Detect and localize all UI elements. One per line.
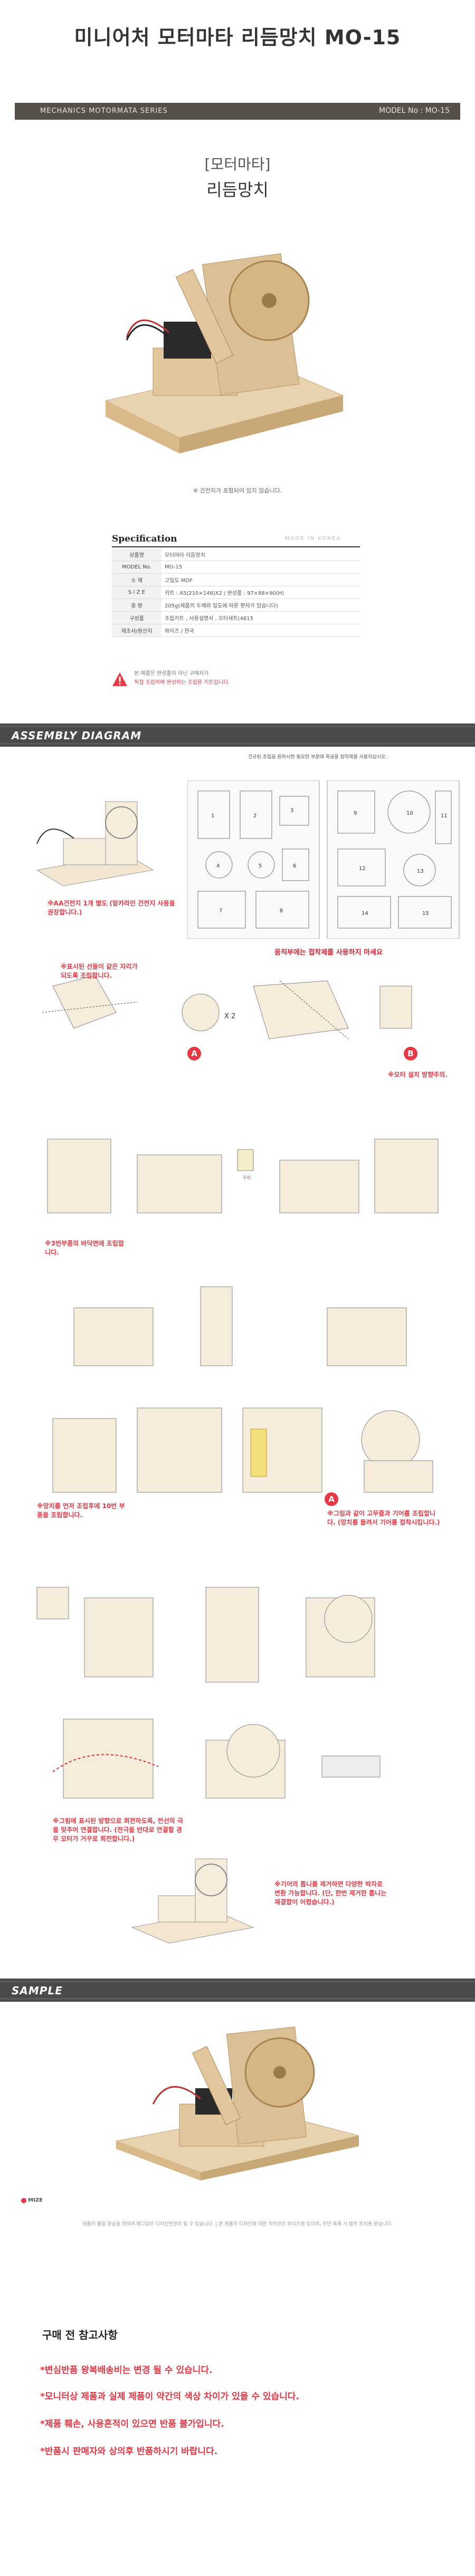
section-stripe [0,1998,475,2000]
spec-key: S I Z E [112,586,162,599]
step3-diagram [73,1286,407,1366]
svg-text:7: 7 [219,908,222,914]
svg-text:9: 9 [354,811,357,816]
spec-key: 상품명 [112,548,162,561]
sample-photo [115,2027,359,2181]
svg-text:6: 6 [293,863,296,869]
svg-text:3: 3 [290,808,293,814]
section-stripe [0,743,475,745]
product-category: [모터마타] [204,156,271,173]
svg-text:8: 8 [280,908,283,914]
marker-b: B [404,1047,417,1060]
model-number: MODEL No : MO-15 [379,107,450,115]
marker-a: A [187,1047,201,1060]
svg-text:4: 4 [216,863,220,869]
gear-teeth-note: ※기어의 톱니를 제거하면 다양한 박자로 변환 가능합니다. (단, 한번 제… [274,1880,387,1906]
spec-value: 와이즈 / 한국 [162,624,360,637]
assembly-section-header: ASSEMBLY DIAGRAM [0,723,475,747]
spec-key: 제조사/원산지 [112,624,162,637]
step1-diagram [42,975,412,1039]
times-two: X 2 [224,1012,236,1020]
svg-text:5: 5 [259,863,262,869]
product-name: 리듬망치 [206,180,269,200]
svg-text:10: 10 [406,811,413,816]
spec-value: 205g(제품의 두께와 밀도에 따른 편차가 있습니다) [162,599,360,612]
marker-a-gear: A [325,1492,338,1506]
svg-text:14: 14 [362,911,368,916]
spec-divider [112,546,360,547]
spec-key: MODEL No. [112,561,162,574]
rotation-note: ※그림에 표시된 방향으로 회전하도록, 전선의 극을 맞추어 연결합니다. (… [53,1817,183,1842]
spec-value: 키트 : A5(210×148)X2 / 완성품 : 97×88×90(H) [162,586,360,599]
svg-text:13: 13 [417,869,424,874]
section-stripe [0,1981,475,1982]
battery-note: ※ 건전지가 포함되어 있지 않습니다. [193,487,282,494]
copyright-notice: 제품의 품질 향상을 위하여 예고없이 디자인변경이 될 수 있습니다. | 본… [82,2222,393,2227]
made-in: MADE IN KOREA [285,536,341,542]
logo-icon [21,2197,26,2203]
spec-value: 조립키트 , 사용설명서 , 모터세트(4815 [162,611,360,624]
series-label: MECHANICS MOTORMATA SERIES [40,107,168,115]
section-stripe [0,726,475,727]
caution-line1: 본 제품은 완성품이 아닌 구매자가 [134,671,209,677]
step5-diagram [36,1587,375,1683]
svg-text:12: 12 [359,866,366,872]
precaution-item: *제품 훼손, 사용흔적이 있으면 반품 불가입니다. [40,2419,224,2429]
svg-text:15: 15 [422,911,429,916]
precaution-item: *반품시 판매자와 상의후 반품하시기 바랍니다. [40,2446,218,2457]
sheet-caption: 건규된 조립을 원하시면 필요한 부분에 목공용 접착제를 사용하십시오. [248,755,387,760]
warning-icon [112,672,127,686]
spec-heading: Specification [112,534,177,544]
precautions-heading: 구매 전 참고사항 [42,2329,118,2341]
sample-section-header: SAMPLE [0,1979,475,2002]
small-warning-label: 주의 [243,1175,251,1180]
assembly-title: ASSEMBLY DIAGRAM [12,729,142,742]
page-title: 미니어처 모터마타 리듬망치 MO-15 [74,26,401,49]
spec-value: 고밀도 MDF [162,573,360,586]
spec-value: 모터마타 리듬망치 [162,548,360,561]
spec-key: 소 재 [112,573,162,586]
precaution-item: *변심반품 왕복배송비는 변경 될 수 있습니다. [40,2365,213,2376]
assembled-model-sketch [36,801,154,886]
svg-text:11: 11 [441,813,448,819]
product-photo [104,253,344,454]
spec-key: 중 량 [112,599,162,612]
series-banner: MECHANICS MOTORMATA SERIES MODEL No : MO… [15,103,460,120]
table-row: MODEL No.MO-15 [112,561,360,574]
no-glue-warning: 움직부에는 접착제를 사용하지 마세요 [274,949,383,957]
step3-note: ※3번부품의 바닥면에 조립합니다. [45,1240,124,1256]
caution-line2: 직접 조립하여 완성하는 조립용 키트입니다. [134,680,230,686]
hammer-first-note: ※망치를 먼저 조립후에 10번 부품을 조립합니다. [37,1502,125,1519]
motor-direction-note: ※모터 설치 방향주의. [388,1071,448,1078]
spec-value: MO-15 [162,561,360,574]
step1-note: ※표시된 선들이 같은 자리가 되도록 조립합니다. [61,963,138,979]
brand-logo: MIZE [21,2197,63,2208]
step2-diagram [47,1139,439,1213]
gear-assembly-note: ※그림과 같이 고무줄과 기어를 조립합니다. (망치를 돌려서 기어를 접착시… [327,1510,440,1526]
step6-diagram [52,1719,381,1799]
svg-text:1: 1 [211,813,214,819]
brand-name: MIZE [28,2197,43,2203]
step4-diagram [52,1407,433,1493]
svg-text:2: 2 [253,813,256,819]
precaution-item: *모니터상 제품과 실제 제품이 약간의 색상 차이가 있을 수 있습니다. [40,2391,299,2402]
spec-key: 구성품 [112,611,162,624]
final-model-sketch [131,1858,254,1944]
battery-separate-note: ※AA건전지 1개 별도 (알카라인 건전지 사용을 권장합니다.) [48,900,175,916]
sample-title: SAMPLE [12,1984,63,1997]
